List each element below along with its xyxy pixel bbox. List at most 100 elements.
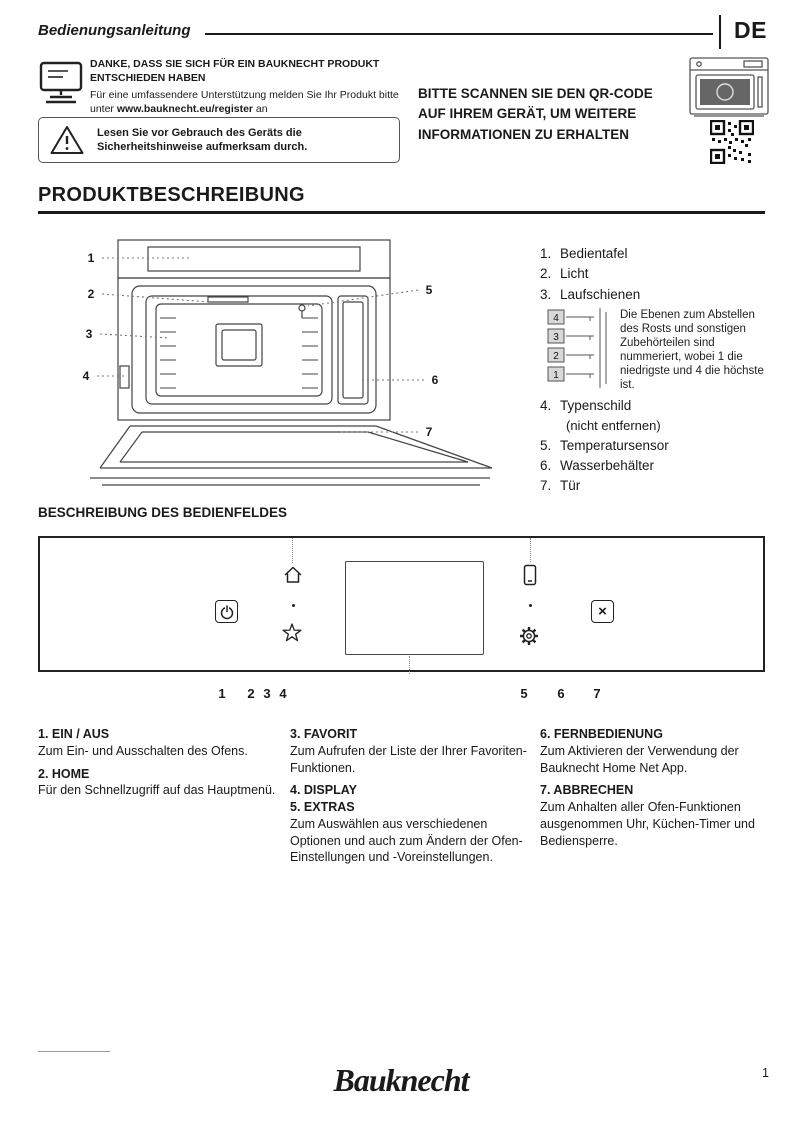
register-prefix: Für eine umfassendere Unterstützung meld… [90, 89, 399, 115]
panel-number-1: 1 [218, 686, 226, 701]
qr-instruction-line1: BITTE SCANNEN SIE DEN QR-CODE [418, 86, 653, 101]
home-icon [283, 565, 303, 585]
panel-number-4: 4 [279, 686, 287, 701]
diagram-callout-7: 7 [425, 425, 433, 439]
part-number: 4. [540, 397, 552, 413]
controls-column-1: 1. EIN / AUS Zum Ein- und Ausschalten de… [38, 726, 282, 805]
control-title: 6. FERNBEDIENUNG [540, 727, 663, 741]
shelf-level-2: 2 [553, 351, 559, 362]
shelf-note: Die Ebenen zum Abstellen des Rosts und s… [620, 308, 764, 391]
display-screen [345, 561, 484, 655]
part-label: Typenschild [560, 397, 632, 413]
part-item: 2. Licht [540, 264, 772, 284]
part-label: Wasserbehälter [560, 457, 655, 473]
header-rule [205, 33, 713, 35]
safety-warning-box: Lesen Sie vor Gebrauch des Geräts die Si… [38, 117, 400, 163]
power-icon [220, 604, 233, 619]
power-button [215, 600, 238, 623]
control-title: 3. FAVORIT [290, 727, 358, 741]
thanks-block: DANKE, DASS SIE SICH FÜR EIN BAUKNECHT P… [90, 58, 404, 117]
header-divider [719, 15, 721, 49]
section-rule [38, 211, 765, 214]
thanks-title: DANKE, DASS SIE SICH FÜR EIN BAUKNECHT P… [90, 58, 380, 84]
qr-instruction-line3: INFORMATIONEN ZU ERHALTEN [418, 126, 629, 142]
part-item: 4. Typenschild [540, 396, 772, 416]
panel-number-2: 2 [247, 686, 255, 701]
part-label: Tür [560, 478, 581, 494]
panel-number-6: 6 [557, 686, 565, 701]
control-title: 4. DISPLAY [290, 783, 357, 798]
language-code: DE [734, 17, 767, 43]
part-label: Temperatursensor [560, 437, 669, 453]
footer-rule [38, 1051, 110, 1052]
part-item: 6. Wasserbehälter [540, 456, 772, 476]
part-item: 7. Tür [540, 476, 772, 496]
shelf-level-1: 1 [553, 370, 559, 381]
control-panel-diagram: × [38, 536, 765, 674]
star-icon [282, 623, 302, 643]
qr-code [710, 120, 754, 164]
panel-number-7: 7 [593, 686, 601, 701]
register-suffix: an [253, 102, 268, 115]
oven-diagram: 1 2 3 4 5 6 7 [40, 226, 520, 498]
control-body: Zum Ein- und Ausschalten des Ofens. [38, 743, 248, 758]
x-icon: × [598, 603, 607, 620]
control-title: 1. EIN / AUS [38, 727, 110, 741]
safety-warning-line2: Sicherheitshinweise aufmerksam durch. [97, 141, 308, 153]
page-number: 1 [762, 1066, 769, 1080]
qr-instruction-line2: AUF IHREM GERÄT, UM WEITERE [418, 106, 637, 122]
part-number: 5. [540, 437, 552, 453]
leader-line [409, 656, 410, 674]
diagram-callout-5: 5 [425, 283, 433, 297]
control-body: Für den Schnellzugriff auf das Hauptmenü… [38, 783, 276, 798]
part-item: 1. Bedientafel [540, 244, 772, 264]
part-label: Licht [560, 266, 589, 282]
leader-line [292, 538, 293, 563]
section-title-product: PRODUKTBESCHREIBUNG [38, 184, 305, 206]
part-number: 2. [540, 266, 552, 282]
brand-logo: Bauknecht [333, 1062, 469, 1098]
control-body: Zum Aktivieren der Verwendung der Baukne… [540, 743, 739, 775]
safety-warning-text: Lesen Sie vor Gebrauch des Geräts die Si… [97, 126, 307, 155]
safety-warning-line1: Lesen Sie vor Gebrauch des Geräts die [97, 126, 302, 139]
register-url: www.bauknecht.eu/register [116, 102, 254, 115]
control-title: 7. ABBRECHEN [540, 783, 634, 798]
diagram-callout-4: 4 [82, 369, 90, 383]
shelf-levels-diagram: 4 3 2 1 [547, 307, 607, 388]
control-title: 2. HOME [38, 766, 90, 781]
shelf-level-3: 3 [553, 332, 559, 343]
separator-dot [529, 604, 532, 607]
diagram-callout-6: 6 [431, 373, 439, 387]
diagram-callout-3: 3 [85, 327, 93, 341]
cancel-button: × [591, 600, 614, 623]
panel-number-5: 5 [520, 686, 528, 701]
control-body: Zum Anhalten aller Ofen-Funktionen ausge… [540, 800, 755, 848]
register-text: Für eine umfassendere Unterstützung meld… [90, 89, 404, 116]
part-label: Bedientafel [560, 246, 628, 261]
control-body: Zum Auswählen aus verschiedenen Optionen… [290, 816, 523, 865]
diagram-callout-2: 2 [87, 287, 95, 301]
part-item: 5. Temperatursensor [540, 436, 772, 456]
diagram-callout-1: 1 [87, 251, 95, 265]
oven-illustration [686, 54, 772, 120]
document-title: Bedienungsanleitung [38, 22, 191, 39]
leader-line [530, 538, 531, 562]
gear-icon [518, 625, 540, 647]
part-item: 3. Laufschienen [540, 285, 772, 305]
controls-column-2: 3. FAVORIT Zum Aufrufen der Liste der Ih… [290, 726, 534, 872]
warning-triangle-icon [49, 124, 85, 156]
section-title-panel: BESCHREIBUNG DES BEDIENFELDES [38, 505, 288, 520]
parts-list: 1. Bedientafel 2. Licht 3. Laufschienen [540, 244, 772, 496]
control-body: Zum Aufrufen der Liste der Ihrer Favorit… [290, 743, 527, 775]
monitor-icon [38, 60, 84, 106]
separator-dot [292, 604, 295, 607]
part-number: 7. [540, 478, 552, 494]
part-number: 6. [540, 457, 552, 473]
shelf-levels-figure: 4 3 2 1 Die Ebenen zum Abstellen des Ros… [546, 307, 772, 392]
controls-column-3: 6. FERNBEDIENUNG Zum Aktivieren der Verw… [540, 726, 770, 855]
part-number: 3. [540, 286, 552, 302]
remote-icon [522, 564, 538, 586]
shelf-level-4: 4 [553, 313, 559, 324]
control-title: 5. EXTRAS [290, 800, 355, 814]
